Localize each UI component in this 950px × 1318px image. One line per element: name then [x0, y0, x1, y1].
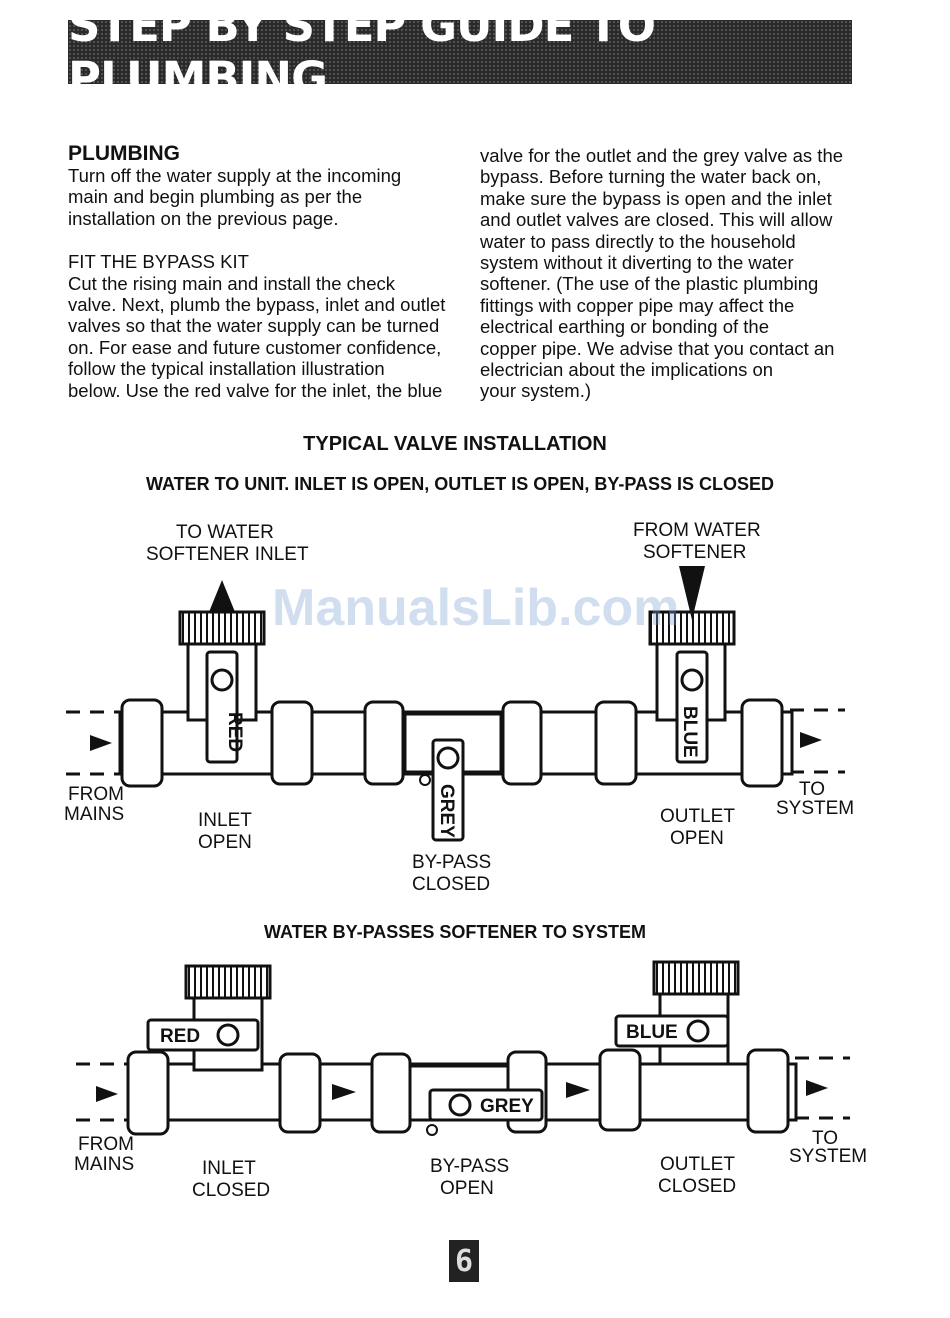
body-line: water to pass directly to the household — [480, 230, 796, 252]
dashed-pipe-left — [76, 1062, 130, 1122]
body-line: below. Use the red valve for the inlet, … — [68, 379, 443, 401]
body-line: valves so that the water supply can be t… — [68, 315, 440, 337]
label-bypass-line1: BY-PASS — [430, 1156, 509, 1177]
outlet-thread-collar — [652, 960, 740, 996]
body-line: electrical earthing or bonding of the — [480, 316, 769, 338]
text-column-right: valve for the outlet and the grey valve … — [480, 145, 860, 402]
label-to-softener-line2: SOFTENER INLET — [146, 544, 309, 565]
label-from-softener-line2: SOFTENER — [643, 542, 746, 563]
grey-valve-handle: GREY — [426, 1088, 544, 1136]
compression-nuts — [120, 698, 784, 788]
diagram2-title: WATER BY-PASSES SOFTENER TO SYSTEM — [263, 922, 647, 942]
section-title: TYPICAL VALVE INSTALLATION — [303, 433, 607, 455]
label-to-system-line2: SYSTEM — [789, 1146, 867, 1167]
arrow-up-to-softener — [209, 580, 235, 612]
red-valve-tag: RED — [224, 712, 245, 752]
body-line: system without it diverting to the water — [480, 252, 794, 274]
label-from-mains-line2: MAINS — [64, 804, 124, 825]
body-line: on. For ease and future customer confide… — [68, 336, 442, 358]
label-outlet-line1: OUTLET — [660, 1154, 735, 1175]
label-to-system-line2: SYSTEM — [776, 798, 854, 819]
diagram2-bypass-flow: RED BLUE GREY FROM MAINS TO SYSTEM INLET… — [74, 960, 867, 1201]
bypass-paragraph-right: valve for the outlet and the grey valve … — [480, 145, 860, 402]
intro-paragraph: Turn off the water supply at the incomin… — [68, 165, 443, 229]
label-inlet-line2: OPEN — [198, 832, 252, 853]
label-outlet-line1: OUTLET — [660, 806, 735, 827]
body-line: fittings with copper pipe may affect the — [480, 294, 795, 316]
intro-line: installation on the previous page. — [68, 207, 339, 229]
dashed-pipe-right — [790, 708, 845, 774]
bypass-kit-heading: FIT THE BYPASS KIT — [68, 251, 249, 273]
arrow-down-from-softener — [679, 566, 705, 620]
body-line: electrician about the implications on — [480, 359, 774, 381]
body-line: make sure the bypass is open and the inl… — [480, 187, 832, 209]
grey-valve-tag: GREY — [436, 784, 457, 838]
body-line: copper pipe. We advise that you contact … — [480, 337, 835, 359]
blue-valve-handle: BLUE — [675, 650, 709, 764]
title-banner: STEP BY STEP GUIDE TO PLUMBING — [68, 0, 852, 105]
diagram1-valve-installation: RED BLUE GREY TO WATER SOFTENER INLET FR… — [64, 520, 854, 895]
dashed-pipe-right — [795, 1056, 850, 1120]
blue-valve-handle: BLUE — [614, 1014, 730, 1048]
red-valve-tag: RED — [160, 1026, 200, 1047]
grey-valve-handle: GREY — [419, 738, 465, 842]
dashed-pipe-left — [66, 710, 122, 776]
page-title: STEP BY STEP GUIDE TO PLUMBING — [68, 0, 656, 105]
body-line: bypass. Before turning the water back on… — [480, 166, 822, 188]
intro-line: Turn off the water supply at the incomin… — [68, 165, 402, 186]
label-from-softener-line1: FROM WATER — [633, 520, 761, 541]
label-from-mains-line1: FROM — [78, 1134, 134, 1155]
label-to-system-line1: TO — [812, 1128, 838, 1149]
body-line: valve. Next, plumb the bypass, inlet and… — [68, 294, 446, 316]
text-column-left: PLUMBING Turn off the water supply at th… — [68, 142, 446, 401]
inlet-thread-collar — [184, 964, 272, 1000]
body-line: your system.) — [480, 380, 592, 402]
label-inlet-line1: INLET — [198, 810, 252, 831]
blue-valve-tag: BLUE — [679, 706, 700, 758]
label-outlet-line2: OPEN — [670, 828, 724, 849]
flow-arrow-out — [800, 732, 822, 748]
body-line: and outlet valves are closed. This will … — [480, 209, 833, 231]
label-from-mains-line2: MAINS — [74, 1154, 134, 1175]
label-to-softener-line1: TO WATER — [176, 522, 274, 543]
page-number: 6 — [449, 1240, 479, 1282]
body-line: Cut the rising main and install the chec… — [68, 272, 396, 294]
body-line: softener. (The use of the plastic plumbi… — [480, 273, 819, 295]
blue-valve-tag: BLUE — [626, 1022, 678, 1043]
grey-valve-tag: GREY — [480, 1096, 534, 1117]
bypass-paragraph-left: Cut the rising main and install the chec… — [68, 272, 446, 401]
label-bypass-line2: OPEN — [440, 1178, 494, 1199]
inlet-thread-collar — [178, 610, 266, 646]
body-line: follow the typical installation illustra… — [68, 358, 385, 380]
label-outlet-line2: CLOSED — [658, 1176, 736, 1197]
label-bypass-line2: CLOSED — [412, 874, 490, 895]
intro-line: main and begin plumbing as per the — [68, 186, 363, 208]
red-valve-handle: RED — [205, 650, 245, 764]
flow-arrows — [96, 1080, 828, 1102]
plumbing-heading: PLUMBING — [68, 142, 180, 165]
label-inlet-line2: CLOSED — [192, 1180, 270, 1201]
label-inlet-line1: INLET — [202, 1158, 256, 1179]
flow-arrow-in — [90, 735, 112, 751]
label-to-system-line1: TO — [799, 779, 825, 800]
red-valve-handle: RED — [146, 1018, 260, 1052]
diagram1-title: WATER TO UNIT. INLET IS OPEN, OUTLET IS … — [145, 474, 775, 494]
body-line: valve for the outlet and the grey valve … — [480, 145, 844, 166]
label-bypass-line1: BY-PASS — [412, 852, 491, 873]
label-from-mains-line1: FROM — [68, 784, 124, 805]
